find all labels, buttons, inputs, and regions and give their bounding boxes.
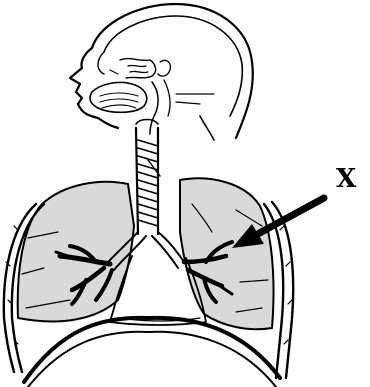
pointer-label-x: X (336, 166, 356, 192)
right-lung (180, 178, 274, 329)
head-outline (70, 4, 253, 140)
trachea (136, 120, 160, 235)
